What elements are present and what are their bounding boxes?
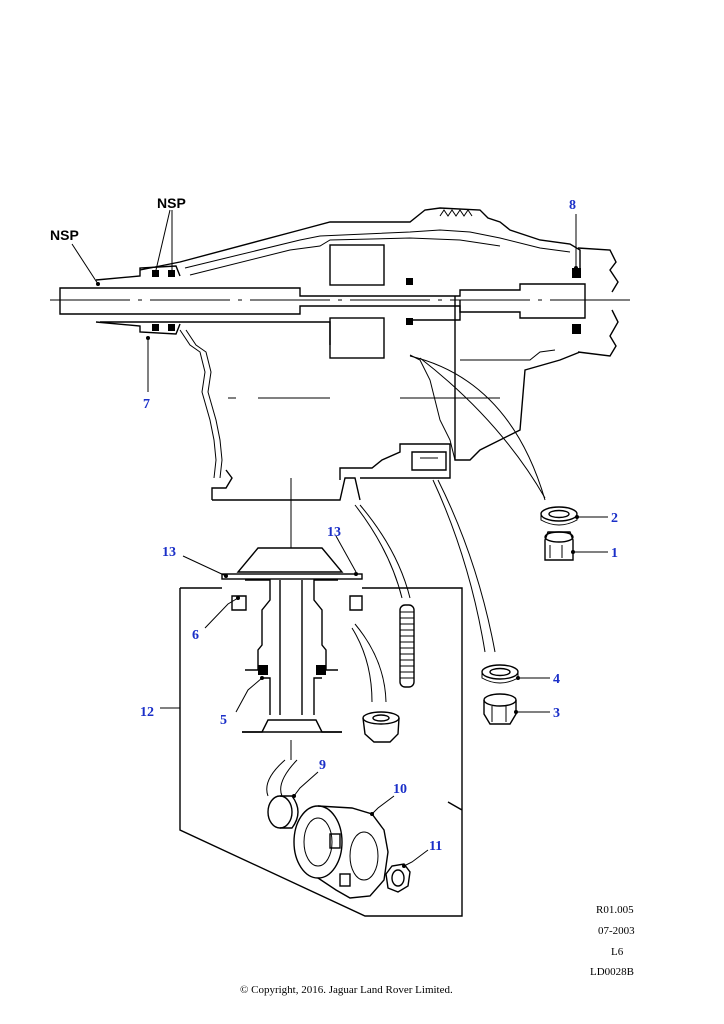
callout-8: 8 xyxy=(569,198,576,213)
seal-part-9 xyxy=(267,795,299,829)
callout-10: 10 xyxy=(393,782,407,797)
callout-6: 6 xyxy=(192,628,199,643)
drawing-ref: R01.005 xyxy=(596,904,634,916)
nsp-label-left: NSP xyxy=(50,227,79,243)
flange-part-10 xyxy=(293,805,389,899)
washer-part-2 xyxy=(540,506,578,526)
copyright: © Copyright, 2016. Jaguar Land Rover Lim… xyxy=(240,984,453,996)
drawing-id: LD0028B xyxy=(590,966,634,978)
callout-5: 5 xyxy=(220,713,227,728)
stud xyxy=(399,604,415,688)
nut-part-11 xyxy=(385,863,411,893)
callout-leaders xyxy=(71,209,608,868)
flange-nut xyxy=(362,711,400,743)
drawing-date: 07-2003 xyxy=(598,925,635,937)
leader-lines xyxy=(266,355,546,797)
drawing-meta: R01.005 07-2003 L6 LD0028B © Copyright, … xyxy=(240,904,635,996)
callout-1: 1 xyxy=(611,546,618,561)
callout-labels: 1 2 3 4 5 6 7 8 9 10 11 12 13 13 NSP NSP xyxy=(50,195,618,854)
plug-part-3 xyxy=(483,693,517,725)
callout-13-left: 13 xyxy=(162,545,176,560)
nsp-label-top: NSP xyxy=(157,195,186,211)
plug-part-1 xyxy=(544,531,574,561)
callout-12: 12 xyxy=(140,705,154,720)
callout-3: 3 xyxy=(553,706,560,721)
callout-7: 7 xyxy=(143,397,150,412)
callout-11: 11 xyxy=(429,839,442,854)
kit-frame xyxy=(179,587,463,917)
callout-9: 9 xyxy=(319,758,326,773)
drawing-level: L6 xyxy=(611,946,624,958)
pinion-assembly xyxy=(221,547,363,760)
callout-4: 4 xyxy=(553,672,560,687)
washer-part-4 xyxy=(481,664,519,684)
callout-2: 2 xyxy=(611,511,618,526)
callout-13-right: 13 xyxy=(327,525,341,540)
transfer-housing xyxy=(50,207,634,548)
